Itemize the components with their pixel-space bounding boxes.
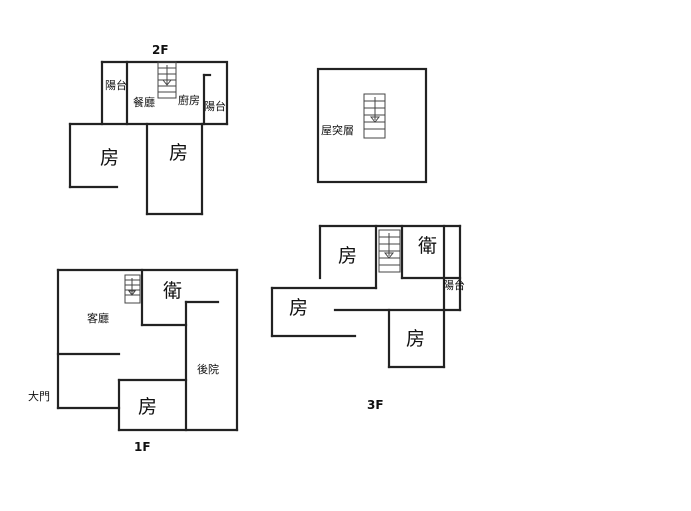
- stair-icon: [363, 93, 386, 139]
- stair-icon: [378, 229, 401, 273]
- label-1f-living: 客廳: [87, 311, 109, 325]
- floor-label-3f: 3F: [367, 398, 384, 412]
- label-2f-room-left: 房: [100, 147, 119, 169]
- label-2f-balcony-right: 陽台: [204, 99, 226, 113]
- floor-plan-3f: 房 衛 陽台 房 房 3F: [270, 224, 465, 412]
- label-roof: 屋突層: [321, 123, 354, 137]
- label-2f-dining: 餐廳: [133, 95, 155, 109]
- label-3f-room-left: 房: [289, 297, 308, 319]
- label-2f-room-right: 房: [169, 142, 188, 164]
- label-3f-bath: 衛: [418, 235, 437, 257]
- floor-plan-1f: 客廳 衛 後院 大門 房 1F: [28, 268, 239, 454]
- label-1f-room: 房: [138, 396, 157, 418]
- floor-plan-2f: 陽台 餐廳 廚房 陽台 房 房 2F: [68, 43, 229, 216]
- label-3f-room-right: 房: [406, 328, 425, 350]
- label-1f-main-door: 大門: [28, 389, 50, 403]
- label-3f-room-top: 房: [338, 245, 357, 267]
- label-3f-balcony: 陽台: [443, 278, 465, 292]
- stair-icon: [124, 274, 141, 304]
- floor-label-2f: 2F: [152, 43, 169, 57]
- label-2f-balcony-left: 陽台: [105, 78, 127, 92]
- stair-icon: [157, 61, 177, 99]
- floor-label-1f: 1F: [134, 440, 151, 454]
- label-2f-kitchen: 廚房: [178, 93, 200, 107]
- floor-plan-roof: 屋突層: [316, 67, 428, 184]
- label-1f-bath: 衛: [163, 280, 182, 302]
- label-1f-backyard: 後院: [197, 362, 219, 376]
